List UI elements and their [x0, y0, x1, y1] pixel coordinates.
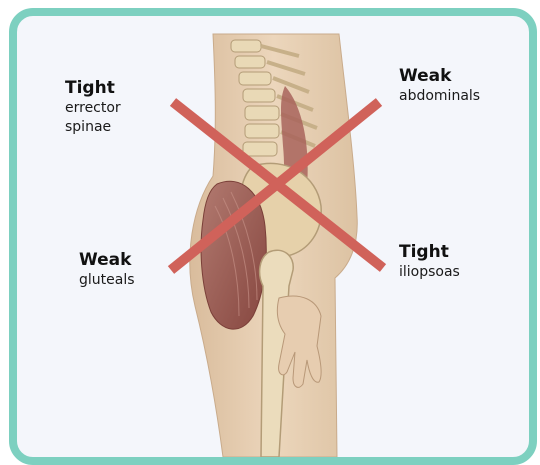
- label-bottom-left-text: gluteals: [79, 271, 135, 290]
- diagram-frame: Tight errector spinae Weak abdominals We…: [9, 8, 537, 465]
- label-top-right-heading: Weak: [399, 66, 480, 87]
- label-top-left: Tight errector spinae: [65, 78, 121, 137]
- label-bottom-left: Weak gluteals: [79, 250, 135, 290]
- label-bottom-right-heading: Tight: [399, 242, 460, 263]
- label-top-left-heading: Tight: [65, 78, 121, 99]
- label-top-right: Weak abdominals: [399, 66, 480, 106]
- label-bottom-left-heading: Weak: [79, 250, 135, 271]
- label-bottom-right: Tight iliopsoas: [399, 242, 460, 282]
- label-top-right-text: abdominals: [399, 87, 480, 106]
- label-top-left-text: errector spinae: [65, 99, 121, 137]
- hand: [277, 296, 321, 387]
- label-bottom-right-text: iliopsoas: [399, 263, 460, 282]
